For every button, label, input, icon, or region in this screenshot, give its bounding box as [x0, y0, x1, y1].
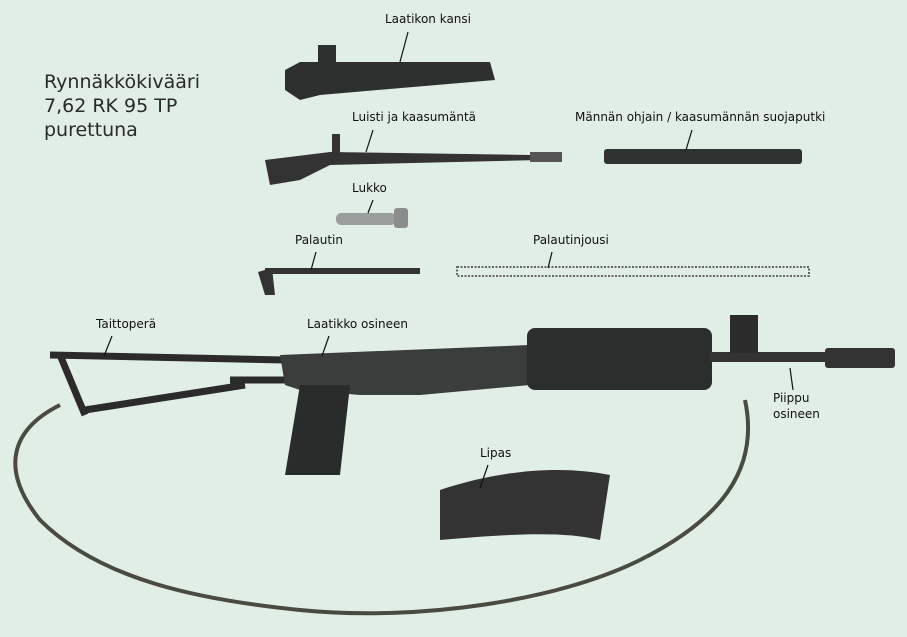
label-bolt: Lukko [352, 181, 387, 195]
label-recoil-rod: Palautin [295, 233, 343, 247]
label-stock: Taittoperä [96, 317, 157, 331]
label-magazine: Lipas [480, 446, 512, 460]
title-line-3: purettuna [44, 119, 138, 141]
title-line-1: Rynnäkkökivääri [44, 71, 200, 93]
stock-part [49, 351, 290, 417]
handguard-part [527, 328, 712, 390]
bolt-part [336, 208, 408, 228]
label-receiver: Laatikko osineen [307, 317, 408, 331]
title-line-2: 7,62 RK 95 TP [44, 95, 178, 117]
receiver-part [280, 345, 530, 395]
label-barrel-line-2: osineen [773, 407, 820, 421]
label-barrel: Piippu osineen [773, 390, 820, 422]
piston-guide-part [604, 149, 802, 164]
label-barrel-line-1: Piippu [773, 391, 810, 405]
leader-lines [103, 31, 794, 489]
receiver-cover-part [285, 45, 495, 100]
recoil-rod-part [258, 268, 420, 295]
barrel-part [710, 315, 895, 368]
bolt-carrier-part [265, 134, 562, 185]
recoil-spring-part [456, 266, 810, 277]
sling [13, 399, 751, 616]
magazine-part [440, 470, 610, 540]
label-bolt-carrier: Luisti ja kaasumäntä [352, 110, 477, 124]
label-recoil-spring: Palautinjousi [533, 233, 609, 247]
pistol-grip [285, 385, 350, 475]
label-piston-guide: Männän ohjain / kaasumännän suojaputki [575, 110, 826, 124]
diagram-title: Rynnäkkökivääri 7,62 RK 95 TP purettuna [44, 70, 200, 142]
label-receiver-cover: Laatikon kansi [385, 12, 471, 26]
